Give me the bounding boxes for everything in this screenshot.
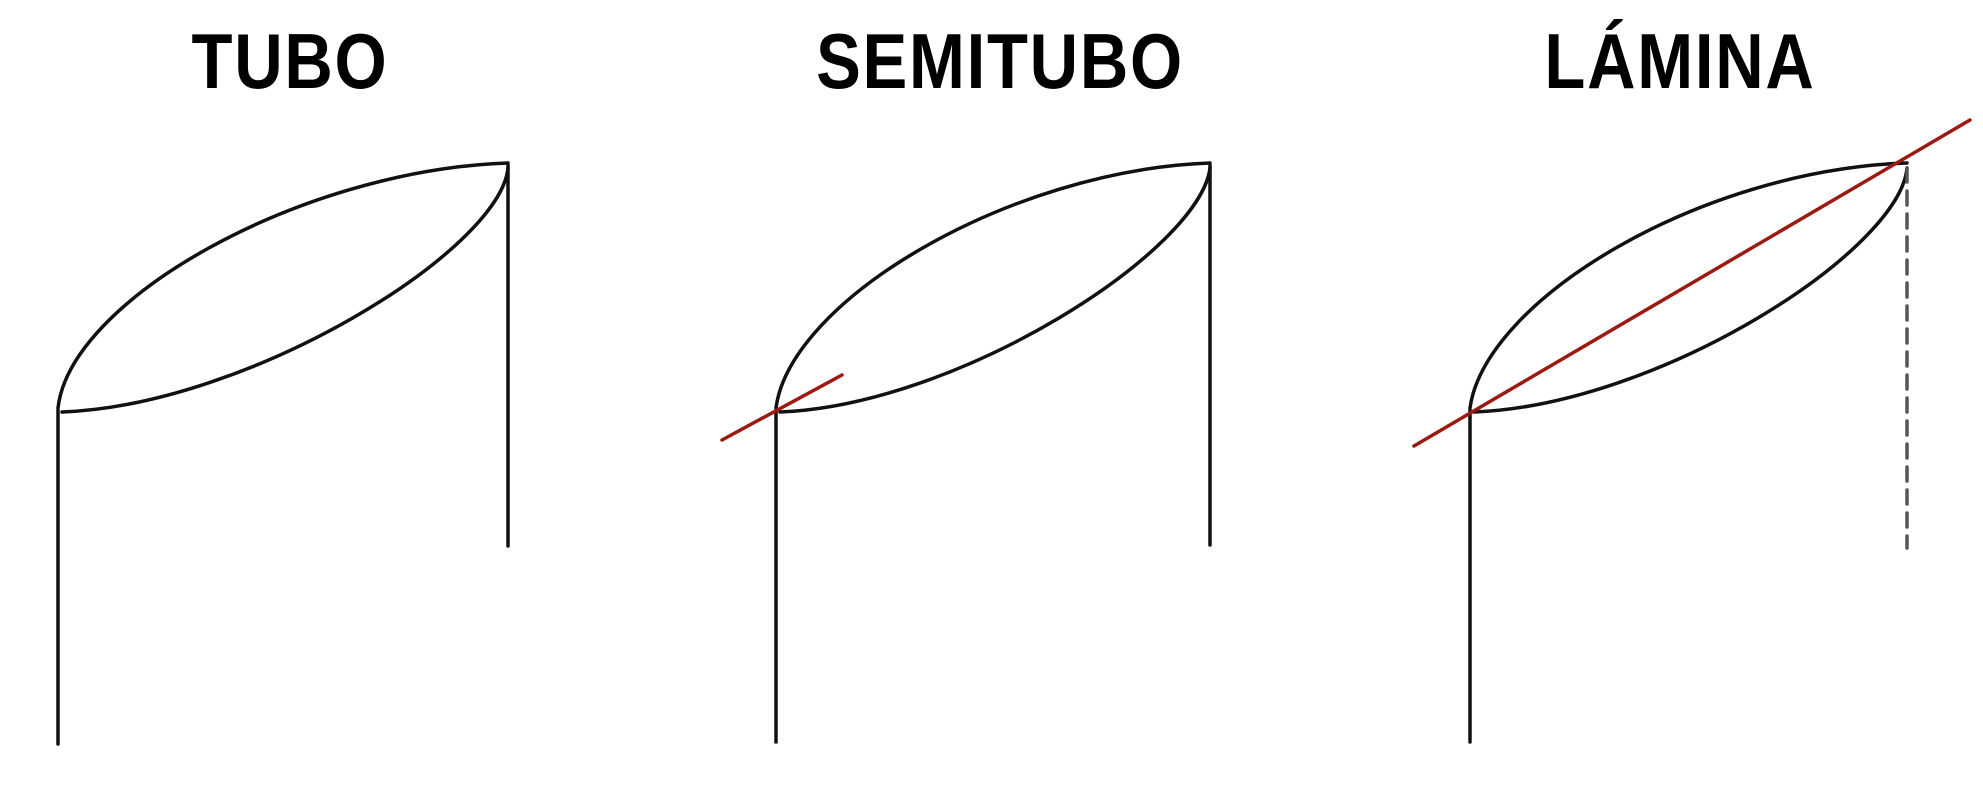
title-lamina: LÁMINA (1544, 17, 1816, 105)
panel-tubo: TUBO (30, 0, 550, 793)
title-tubo: TUBO (191, 17, 389, 105)
title-semitubo: SEMITUBO (816, 17, 1184, 105)
panel-lamina: LÁMINA (1400, 0, 1960, 793)
panel-semitubo: SEMITUBO (700, 0, 1300, 793)
